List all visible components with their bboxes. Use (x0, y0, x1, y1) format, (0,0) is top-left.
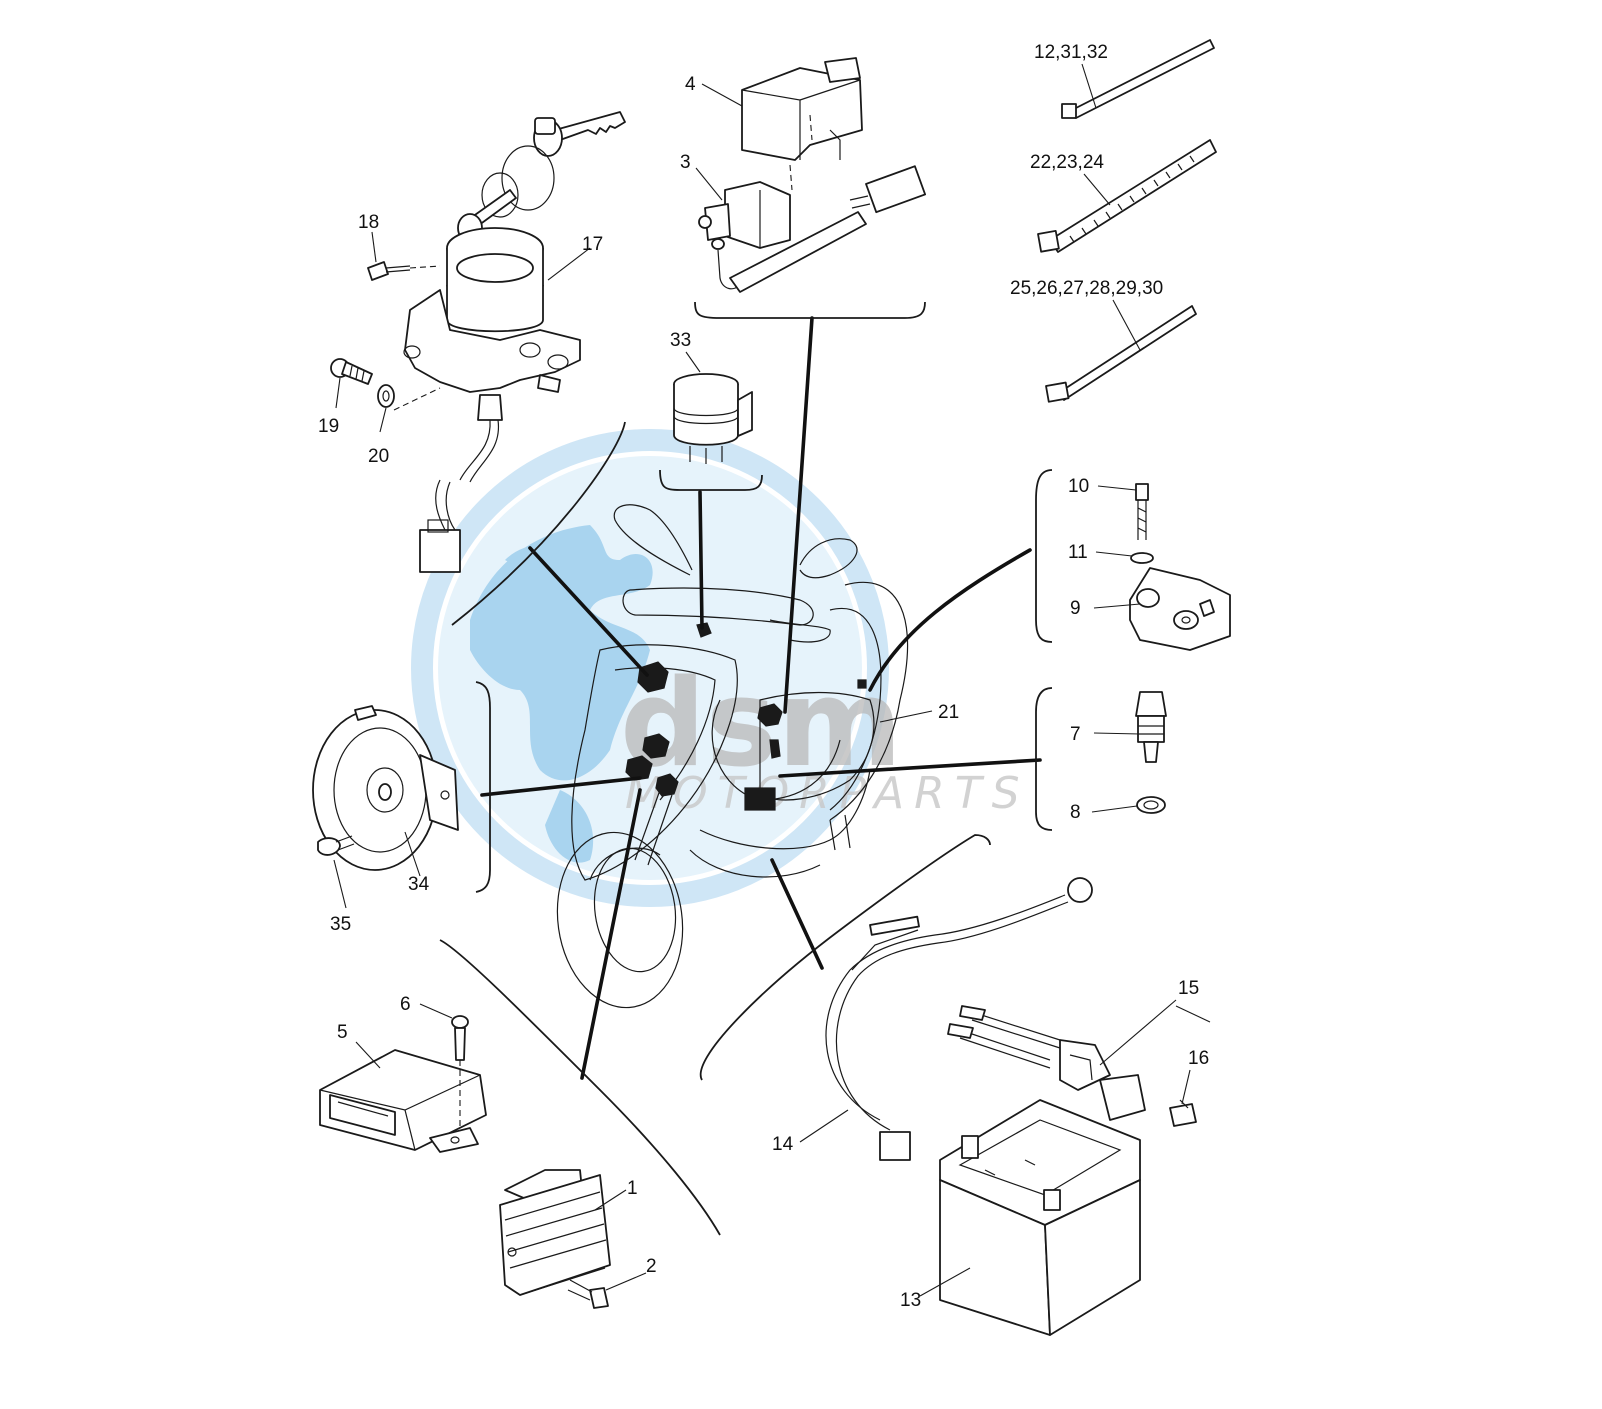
cable-tie-25 (1045, 305, 1197, 403)
callout-6: 6 (400, 994, 411, 1015)
ignition-switch (403, 111, 626, 573)
callout-25: 25,26,27,28,29,30 (1010, 278, 1163, 299)
callout-35: 35 (330, 914, 351, 935)
watermark-logo: dsm MOTORPARTS (411, 429, 1030, 907)
flasher-relay (673, 373, 753, 464)
group-brackets (439, 301, 1053, 1236)
battery-location-icon (744, 787, 776, 811)
callout-9: 9 (1070, 598, 1081, 619)
fuse-holder (947, 1005, 1197, 1127)
callout-34: 34 (408, 874, 430, 895)
callout-14: 14 (772, 1134, 794, 1155)
starter-relay (698, 57, 927, 293)
callout-5: 5 (337, 1022, 348, 1043)
callout-16: 16 (1188, 1048, 1209, 1069)
cable-tie-12 (1061, 39, 1215, 119)
callout-21: 21 (938, 702, 959, 723)
callout-12: 12,31,32 (1034, 42, 1108, 63)
callout-3: 3 (680, 152, 691, 173)
callout-17: 17 (582, 234, 603, 255)
callout-1: 1 (627, 1178, 638, 1199)
bolt-19-icon (330, 358, 373, 385)
callout-15: 15 (1178, 978, 1199, 999)
callout-8: 8 (1070, 802, 1081, 823)
callout-7: 7 (1070, 724, 1081, 745)
harness-connector-icon (637, 661, 669, 693)
temperature-sensor (1135, 691, 1167, 814)
callout-11: 11 (1068, 542, 1088, 563)
connector-lines (480, 316, 1042, 1080)
callout-18: 18 (358, 212, 379, 233)
rectifier-regulator (499, 1169, 611, 1309)
callout-10: 10 (1068, 476, 1089, 497)
continents-shape (470, 525, 653, 781)
callout-20: 20 (368, 446, 389, 467)
watermark-tagline: MOTORPARTS (625, 768, 1030, 819)
sensor-bracket (1129, 483, 1231, 651)
washer-20-icon (377, 384, 441, 411)
callout-4: 4 (685, 74, 696, 95)
callout-2: 2 (646, 1256, 657, 1277)
screw-18-icon (367, 261, 441, 281)
cdi-unit (319, 1015, 487, 1153)
battery (939, 1099, 1141, 1336)
globe-ring (411, 429, 889, 907)
leader-lines (333, 63, 1211, 1297)
cable-tie-22 (1037, 139, 1217, 253)
callout-33: 33 (670, 330, 691, 351)
callout-labels: 1 2 3 4 5 6 7 8 9 10 11 12,31,32 13 14 1… (318, 42, 1209, 1311)
battery-lead (825, 877, 1093, 1161)
callout-22: 22,23,24 (1030, 152, 1104, 173)
horn (312, 705, 459, 871)
callout-19: 19 (318, 416, 339, 437)
callout-13: 13 (900, 1290, 921, 1311)
